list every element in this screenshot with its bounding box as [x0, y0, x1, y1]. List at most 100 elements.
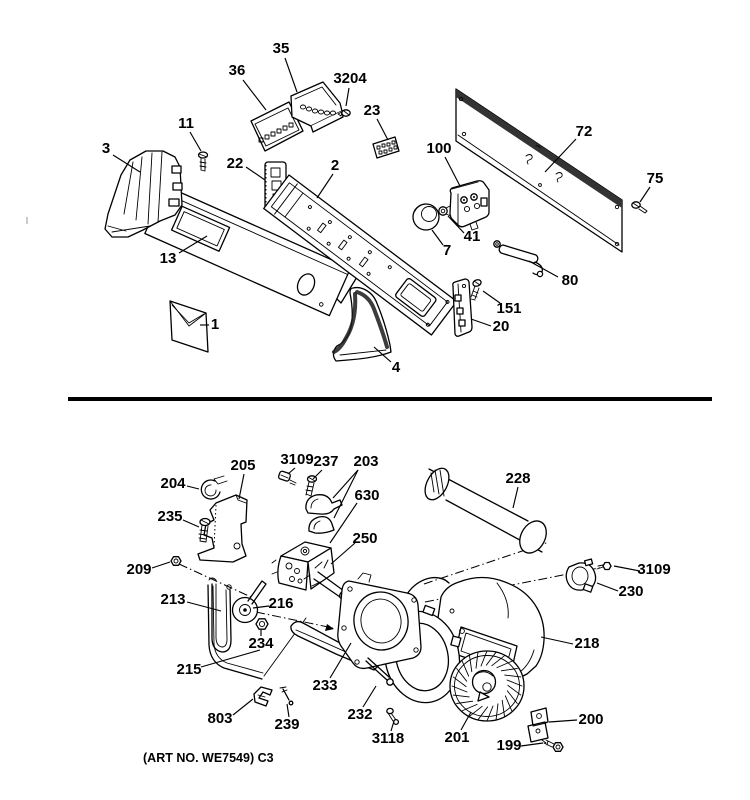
part-callout-3109: 3109	[637, 561, 670, 578]
part-209-nut	[170, 556, 182, 566]
leader-line-630	[329, 502, 358, 544]
leader-line-203	[333, 469, 359, 519]
part-callout-205: 205	[230, 457, 255, 474]
part-213-idler-arm	[208, 577, 232, 653]
leader-line-20	[470, 318, 492, 327]
art-number: (ART NO. WE7549) C3	[143, 751, 274, 765]
leader-line-75	[639, 186, 651, 203]
part-callout-230: 230	[618, 583, 643, 600]
leader-line-213	[186, 601, 222, 612]
part-35-bracket	[290, 81, 344, 133]
part-callout-3109: 3109	[280, 451, 313, 468]
part-callout-218: 218	[574, 635, 599, 652]
leader-line-80	[528, 260, 559, 278]
part-callout-201: 201	[444, 729, 469, 746]
leader-line-151	[482, 290, 501, 304]
motor-blower-assembly	[170, 467, 612, 752]
part-7-knob	[412, 203, 440, 231]
section-divider	[68, 397, 712, 401]
part-23-switch	[372, 136, 400, 159]
leader-line-203	[332, 469, 359, 499]
part-75-screw	[631, 201, 648, 214]
leader-line-205	[238, 473, 245, 500]
part-199-screw	[541, 739, 564, 752]
part-2-backer-panel	[263, 174, 458, 336]
leader-line-2	[316, 173, 334, 199]
part-72-rear-panel	[455, 88, 623, 253]
leader-line-218	[540, 636, 574, 645]
part-callout-239: 239	[274, 716, 299, 733]
leader-line-237	[312, 469, 323, 480]
part-callout-13: 13	[160, 250, 177, 267]
leader-line-250	[330, 542, 356, 565]
part-228-cylinder	[424, 467, 547, 554]
part-151-screw	[470, 279, 482, 301]
part-callout-3118: 3118	[372, 730, 405, 747]
leader-line-72	[544, 138, 577, 173]
leader-line-22	[245, 166, 266, 181]
part-callout-11: 11	[178, 115, 194, 132]
leader-line-23	[376, 118, 389, 141]
part-callout-23: 23	[364, 102, 381, 119]
part-3-end-cap	[104, 150, 183, 238]
part-205-bracket	[197, 494, 248, 563]
part-callout-213: 213	[160, 591, 185, 608]
part-204-clamp	[200, 475, 228, 500]
leader-line-3	[112, 154, 141, 173]
part-callout-209: 209	[126, 561, 151, 578]
part-callout-36: 36	[229, 62, 246, 79]
part-callout-235: 235	[157, 508, 182, 525]
part-803-clip	[253, 686, 273, 707]
part-callout-22: 22	[227, 155, 244, 172]
leader-line-228	[512, 486, 519, 509]
leader-line-215	[200, 649, 261, 668]
leader-line-4	[373, 346, 392, 363]
part-36-keypad-overlay	[250, 101, 304, 152]
part-80-harness	[493, 240, 544, 278]
part-3109-screw-right	[596, 561, 612, 571]
part-callout-237: 237	[313, 453, 338, 470]
leader-line-3118	[390, 720, 395, 732]
part-callout-2: 2	[331, 157, 339, 174]
leader-line-100	[444, 156, 461, 187]
part-callout-250: 250	[352, 530, 377, 547]
part-callout-234: 234	[248, 635, 274, 652]
part-callout-203: 203	[353, 453, 378, 470]
leader-line-13	[178, 235, 208, 254]
part-callout-215: 215	[176, 661, 201, 678]
part-callout-204: 204	[160, 475, 186, 492]
part-callout-216: 216	[268, 595, 293, 612]
leader-line-232	[362, 685, 377, 708]
control-panel-assembly	[104, 81, 648, 362]
leader-line-233	[329, 642, 352, 679]
part-4-bracket	[332, 286, 392, 362]
part-11-screw	[197, 151, 209, 172]
part-callout-232: 232	[347, 706, 372, 723]
part-callout-41: 41	[464, 228, 481, 245]
part-callout-35: 35	[273, 40, 290, 57]
leader-line-204	[186, 485, 200, 490]
part-235-screw	[198, 517, 211, 543]
leader-line-230	[596, 582, 619, 592]
part-239-pin	[279, 686, 294, 706]
leader-line-3109	[287, 467, 296, 475]
part-3118-screw	[386, 707, 400, 726]
part-234-nut	[255, 618, 269, 630]
part-203-clamps	[305, 494, 343, 534]
part-callout-233: 233	[312, 677, 337, 694]
part-1-envelope	[169, 300, 209, 353]
part-callout-630: 630	[354, 487, 379, 504]
leader-line-235	[182, 519, 200, 528]
part-callout-20: 20	[493, 318, 510, 335]
part-237-screw	[305, 475, 318, 497]
part-callout-3: 3	[102, 140, 110, 157]
leader-line-11	[189, 131, 202, 152]
leader-line-239	[286, 703, 290, 718]
part-41-ring	[438, 206, 448, 216]
part-201-blower-wheel	[449, 650, 525, 722]
part-callout-7: 7	[443, 242, 451, 259]
leader-line-3204	[345, 87, 350, 107]
part-callout-3204: 3204	[333, 70, 367, 87]
